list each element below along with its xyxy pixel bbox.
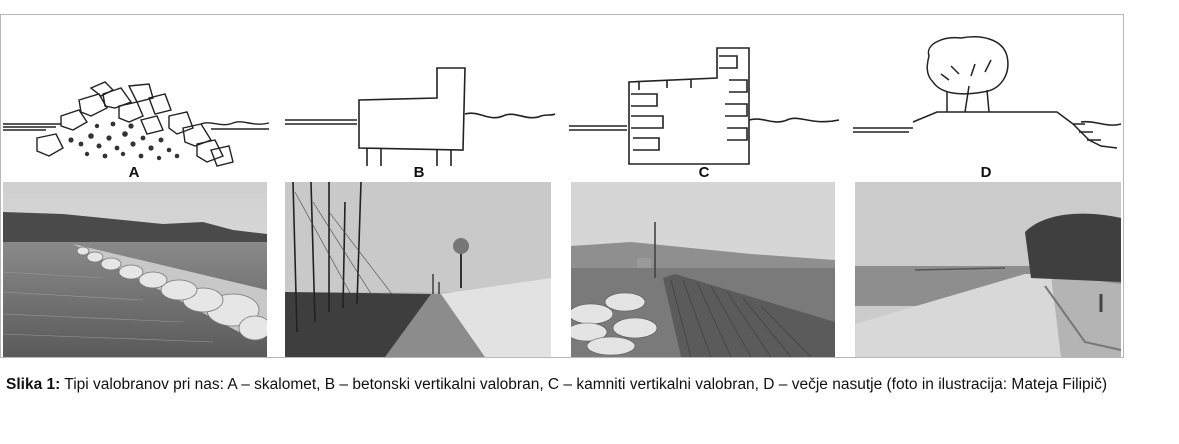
sketch-c-stone-vertical: C	[567, 16, 841, 182]
photo-a-rock-breakwater	[3, 182, 267, 357]
photo-d-embankment	[855, 182, 1121, 357]
sketch-a-rubble-mound: A	[1, 16, 271, 182]
label-b: B	[413, 164, 425, 181]
caption-label: Slika 1:	[6, 376, 61, 393]
figure-frame: A B C	[0, 14, 1124, 358]
label-d: D	[980, 164, 992, 181]
label-a: A	[128, 164, 140, 181]
sketch-b-concrete-vertical: B	[283, 16, 557, 182]
label-c: C	[698, 164, 710, 181]
photo-c-stone-pier	[571, 182, 835, 357]
caption-text: Tipi valobranov pri nas: A – skalomet, B…	[60, 376, 1108, 393]
figure-caption: Slika 1: Tipi valobranov pri nas: A – sk…	[6, 374, 1124, 396]
photo-b-concrete-pier	[285, 182, 551, 357]
sketch-d-embankment: D	[851, 16, 1123, 182]
